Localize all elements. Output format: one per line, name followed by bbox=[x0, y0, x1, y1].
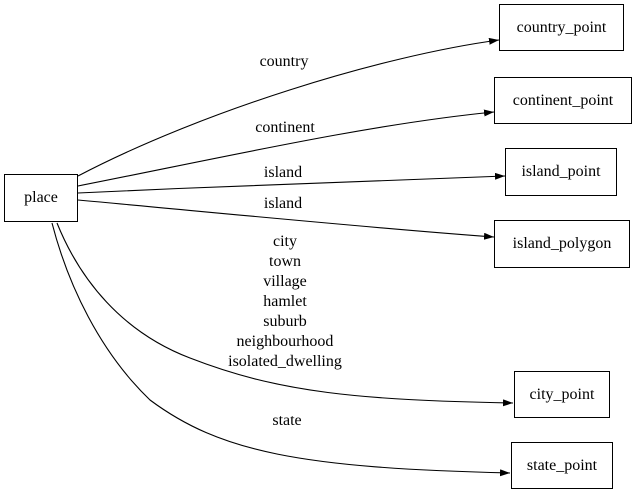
node-city-point: city_point bbox=[514, 371, 610, 418]
edge-place-state-point bbox=[51, 222, 511, 477]
edge-place-island-point bbox=[77, 172, 506, 194]
node-island-point: island_point bbox=[505, 148, 617, 196]
node-state-point-label: state_point bbox=[526, 456, 598, 474]
node-place-label: place bbox=[24, 189, 58, 206]
node-place: place bbox=[4, 174, 78, 222]
node-continent-point: continent_point bbox=[494, 77, 632, 124]
edge-label-country: country bbox=[259, 53, 309, 70]
node-island-point-label: island_point bbox=[521, 163, 601, 180]
edge-place-continent-point bbox=[77, 109, 495, 187]
edge-label-city-group: city town village hamlet suburb neighbou… bbox=[228, 233, 342, 370]
node-island-polygon-label: island_polygon bbox=[512, 235, 612, 252]
edge-label-island-polygon: island bbox=[263, 195, 303, 212]
node-country-point: country_point bbox=[499, 4, 624, 51]
edge-place-island-polygon bbox=[77, 199, 495, 240]
node-country-point-label: country_point bbox=[516, 18, 607, 36]
edge-label-island-point: island bbox=[263, 164, 303, 181]
edge-label-continent: continent bbox=[255, 119, 315, 136]
edge-place-city-point bbox=[56, 222, 514, 407]
node-city-point-label: city_point bbox=[529, 385, 595, 403]
edge-place-country-point bbox=[77, 37, 500, 177]
node-continent-point-label: continent_point bbox=[512, 91, 614, 109]
node-state-point: state_point bbox=[511, 442, 613, 489]
edge-label-state: state bbox=[272, 412, 302, 429]
node-island-polygon: island_polygon bbox=[494, 220, 630, 268]
